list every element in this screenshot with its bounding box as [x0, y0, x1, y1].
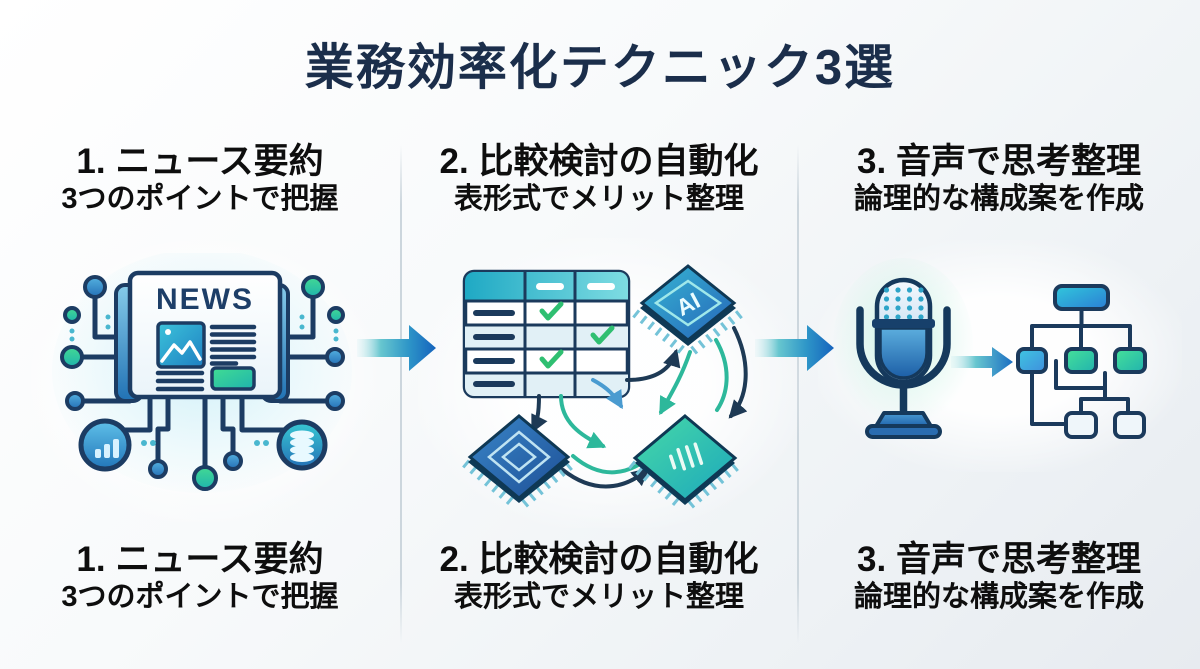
column-3-subheading: 論理的な構成案を作成: [853, 183, 1144, 216]
microphone-illustration: [833, 258, 973, 439]
circuit-traces: [79, 294, 331, 470]
column-1-heading: 1. ニュース要約: [76, 142, 324, 181]
page-title: 業務効率化テクニック3選: [304, 41, 896, 95]
flowchart-illustration: [1016, 284, 1147, 439]
flow-arrow-icon: [357, 325, 436, 371]
column-2-subheading: 表形式でメリット整理: [453, 183, 744, 216]
news-highlight-button: [210, 366, 256, 391]
database-icon: [276, 419, 328, 471]
news-masthead-text: NEWS: [156, 283, 254, 316]
news-circuit-illustration: NEWS: [52, 253, 352, 493]
mic-grille-dots: [883, 287, 924, 320]
column-1-bottom-caption: 1. ニュース要約 3つのポイントで把握: [0, 539, 400, 615]
chip-icon-left: [462, 414, 576, 508]
comparison-table: [462, 269, 631, 399]
column-3-bottom-caption: 3. 音声で思考整理 論理的な構成案を作成: [798, 539, 1200, 615]
ai-chip-icon: AI: [632, 264, 744, 355]
column-1-top-label: 1. ニュース要約 3つのポイントで把握: [0, 141, 400, 217]
column-3-caption-heading: 3. 音声で思考整理: [857, 540, 1141, 579]
flowchart-icon: [1016, 284, 1147, 439]
news-text-lines: [155, 324, 257, 392]
column-2-top-label: 2. 比較検討の自動化 表形式でメリット整理: [400, 141, 798, 217]
bar-chart-icon: [78, 418, 132, 472]
column-3-top-label: 3. 音声で思考整理 論理的な構成案を作成: [798, 141, 1200, 217]
column-3-heading: 3. 音声で思考整理: [857, 142, 1141, 181]
column-2-bottom-caption: 2. 比較検討の自動化 表形式でメリット整理: [400, 539, 798, 615]
circuit-nodes: [60, 275, 345, 491]
circuit-dots: [69, 314, 339, 446]
column-1-caption-subheading: 3つのポイントで把握: [61, 581, 339, 614]
check-icons: [539, 301, 615, 369]
header-dash: [536, 283, 564, 290]
column-2-caption-heading: 2. 比較検討の自動化: [439, 540, 759, 579]
column-2-heading: 2. 比較検討の自動化: [439, 142, 759, 181]
photo-mountain-glyph: [160, 340, 202, 363]
header-dash: [587, 283, 615, 290]
chip-icon-right: [628, 414, 742, 509]
column-2-caption-subheading: 表形式でメリット整理: [453, 581, 744, 614]
column-1-subheading: 3つのポイントで把握: [61, 183, 339, 216]
microphone-icon: [856, 277, 951, 439]
column-1-caption-heading: 1. ニュース要約: [76, 540, 324, 579]
flow-arrow-icon: [951, 347, 1013, 377]
column-3-caption-subheading: 論理的な構成案を作成: [853, 581, 1144, 614]
row-label-dashes: [473, 310, 515, 387]
comparison-table-illustration: AI: [462, 264, 748, 509]
news-photo-box: [156, 321, 206, 369]
column-divider-1: [400, 145, 402, 643]
newspaper: NEWS: [114, 270, 290, 403]
flow-arrow-icon: [755, 325, 834, 371]
